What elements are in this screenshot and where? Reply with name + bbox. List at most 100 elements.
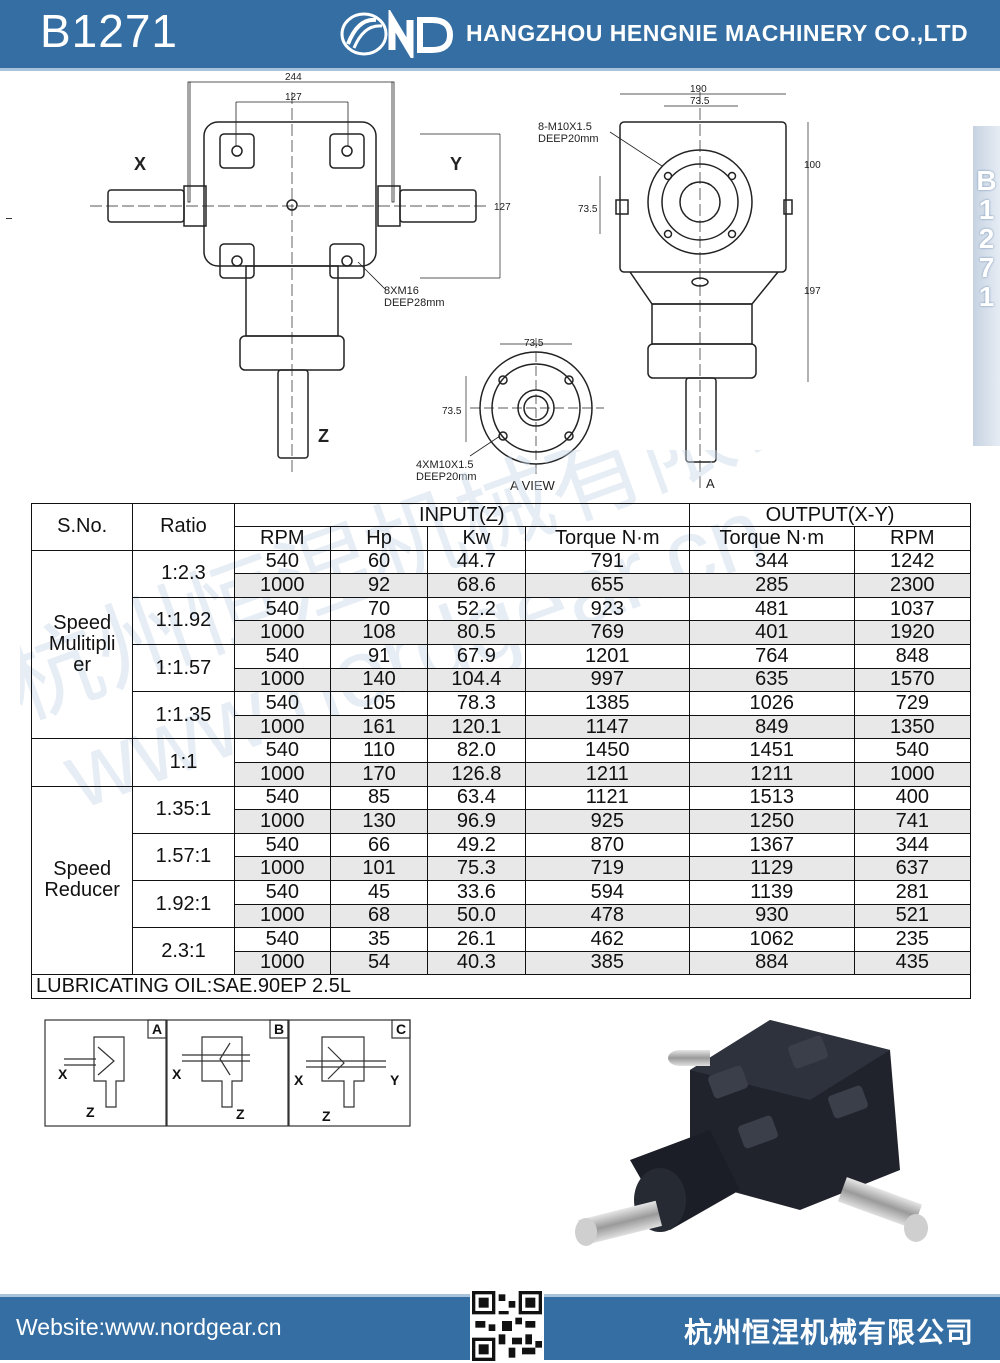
table-cell: 719 bbox=[524, 856, 691, 881]
table-cell: 1139 bbox=[689, 879, 855, 905]
table-cell: 1250 bbox=[689, 809, 855, 834]
dim-190: 190 bbox=[690, 84, 707, 95]
table-cell: 1450 bbox=[524, 738, 691, 763]
table-cell: 80.5 bbox=[427, 620, 526, 645]
table-cell: 540 bbox=[233, 596, 331, 622]
table-cell: 791 bbox=[524, 549, 691, 575]
table-cell: 1242 bbox=[853, 549, 972, 575]
table-cell: 49.2 bbox=[427, 832, 526, 858]
table-cell: 540 bbox=[233, 785, 331, 811]
ratio-cell: 1:1 bbox=[132, 738, 235, 787]
bolt-note-1: 8XM16 bbox=[384, 285, 419, 297]
header-bar: B1271 HANGZHOU HENGNIE MACHINERY CO.,LTD bbox=[0, 0, 1000, 71]
group-label-line: Speed bbox=[53, 611, 112, 634]
lubricating-oil: LUBRICATING OIL:SAE.90EP 2.5L bbox=[31, 974, 971, 999]
a-view-label: A VIEW bbox=[510, 478, 556, 493]
table-cell: 769 bbox=[524, 620, 691, 645]
table-cell: 435 bbox=[853, 950, 972, 976]
gearbox-photo bbox=[575, 1020, 928, 1246]
diagram-label-c: C bbox=[396, 1021, 406, 1037]
table-cell: 1062 bbox=[689, 927, 855, 952]
table-cell: 96.9 bbox=[427, 809, 526, 834]
table-cell: 1513 bbox=[689, 785, 855, 811]
table-cell: 540 bbox=[233, 879, 331, 905]
table-cell: 1000 bbox=[853, 761, 972, 787]
table-cell: 161 bbox=[329, 714, 429, 740]
arrow-a-label: A bbox=[706, 476, 715, 491]
table-cell: 481 bbox=[689, 596, 855, 622]
table-cell: 1000 bbox=[233, 620, 331, 645]
table-cell: 101 bbox=[329, 856, 429, 881]
table-cell: 78.3 bbox=[427, 691, 526, 716]
group-label-line: Mulitipli bbox=[48, 632, 116, 655]
side-tab-text: B1271 bbox=[976, 165, 997, 312]
table-cell: 85 bbox=[329, 785, 429, 811]
dim-244: 244 bbox=[285, 72, 302, 83]
table-cell: 462 bbox=[524, 927, 691, 952]
table-cell: 110 bbox=[329, 738, 429, 763]
ratio-cell: 1:1.92 bbox=[132, 596, 235, 645]
website-link[interactable]: Website:www.nordgear.cn bbox=[16, 1314, 282, 1340]
table-cell: 923 bbox=[524, 596, 691, 622]
table-cell: 1037 bbox=[853, 596, 972, 622]
diagram-label-b: B bbox=[274, 1021, 284, 1037]
table-cell: 540 bbox=[233, 691, 331, 716]
subheader-torque-in: Torque N·m bbox=[524, 526, 691, 551]
table-cell: 1121 bbox=[524, 785, 691, 811]
table-cell: 281 bbox=[853, 879, 972, 905]
table-cell: 1000 bbox=[233, 573, 331, 598]
header-ratio: Ratio bbox=[132, 503, 235, 551]
table-cell: 478 bbox=[524, 903, 691, 929]
dim-73-5-bottom: 73.5 bbox=[524, 338, 544, 349]
diagram-c-z: Z bbox=[322, 1108, 331, 1124]
table-cell: 849 bbox=[689, 714, 855, 740]
side-bolt-2: DEEP20mm bbox=[538, 133, 599, 145]
table-cell: 884 bbox=[689, 950, 855, 976]
table-cell: 2300 bbox=[853, 573, 972, 598]
ratio-cell: 1:1.57 bbox=[132, 643, 235, 693]
subheader-kw: Kw bbox=[427, 526, 526, 551]
dim-73-5-bottom-left: 73.5 bbox=[442, 406, 462, 417]
table-cell: 1000 bbox=[233, 761, 331, 787]
table-cell: 344 bbox=[689, 549, 855, 575]
bottom-bolt-1: 4XM10X1.5 bbox=[416, 459, 473, 471]
ratio-cell: 2.3:1 bbox=[132, 927, 235, 976]
table-cell: 104.4 bbox=[427, 667, 526, 693]
table-cell: 1211 bbox=[524, 761, 691, 787]
table-cell: 1000 bbox=[233, 667, 331, 693]
table-cell: 540 bbox=[233, 643, 331, 669]
table-cell: 170 bbox=[329, 761, 429, 787]
table-cell: 870 bbox=[524, 832, 691, 858]
label-x: X bbox=[134, 154, 146, 174]
table-cell: 594 bbox=[524, 879, 691, 905]
table-cell: 930 bbox=[689, 903, 855, 929]
table-cell: 108 bbox=[329, 620, 429, 645]
table-cell: 385 bbox=[524, 950, 691, 976]
table-cell: 82.0 bbox=[427, 738, 526, 763]
subheader-rpm-in: RPM bbox=[233, 526, 331, 551]
table-cell: 50.0 bbox=[427, 903, 526, 929]
table-cell: 126.8 bbox=[427, 761, 526, 787]
dim-73-5-left: 73.5 bbox=[578, 204, 598, 215]
ratio-cell: 1:2.3 bbox=[132, 549, 235, 598]
table-cell: 1920 bbox=[853, 620, 972, 645]
table-cell: 45 bbox=[329, 879, 429, 905]
table-cell: 521 bbox=[853, 903, 972, 929]
diagram-c-x: X bbox=[294, 1072, 304, 1088]
table-cell: 400 bbox=[853, 785, 972, 811]
table-cell: 1147 bbox=[524, 714, 691, 740]
table-cell: 60 bbox=[329, 549, 429, 575]
table-cell: 540 bbox=[233, 738, 331, 763]
qr-code-icon[interactable] bbox=[470, 1289, 544, 1363]
